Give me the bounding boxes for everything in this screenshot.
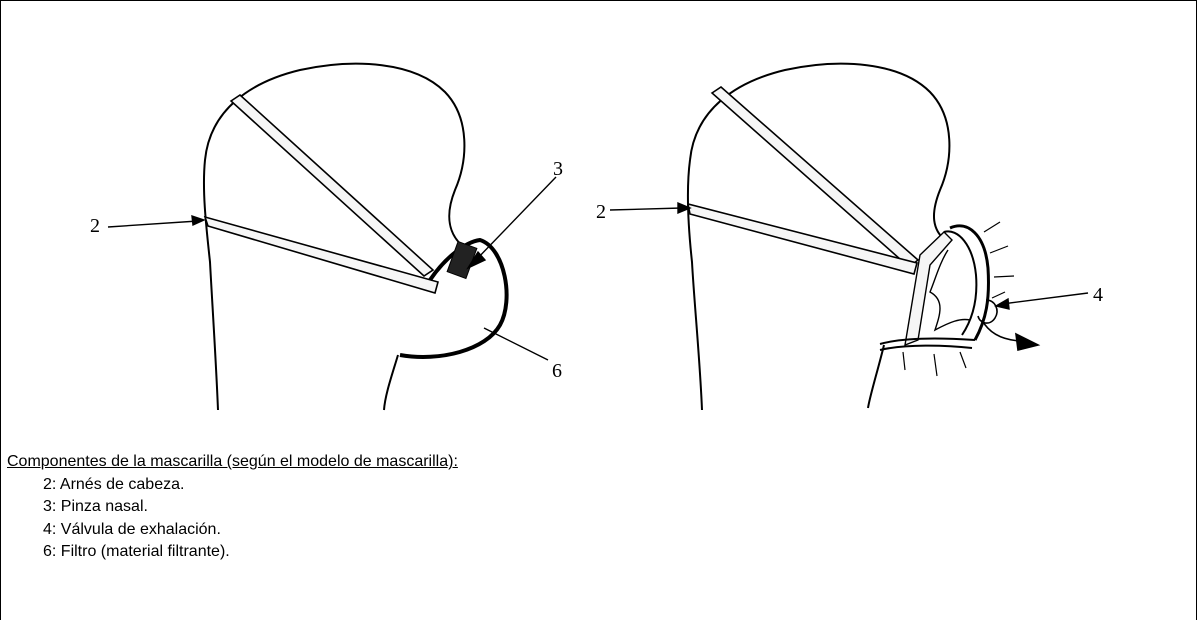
left-label-6: 6	[552, 360, 562, 382]
inflow-arrow	[991, 291, 1006, 299]
caption-title: Componentes de la mascarilla (según el m…	[7, 453, 458, 470]
left-leader-6	[483, 327, 549, 361]
right-leader-lines	[609, 201, 1089, 310]
inflow-arrow	[989, 245, 1009, 254]
right-label-2: 2	[596, 201, 606, 223]
left-lower-strap	[203, 215, 439, 294]
left-leader-3	[473, 176, 557, 263]
right-head-figure	[686, 62, 951, 411]
right-label-4: 4	[1093, 284, 1103, 306]
right-lower-strap	[686, 202, 918, 275]
inflow-arrow	[959, 351, 967, 369]
right-exhalation-valve	[977, 299, 1041, 351]
left-head-outline	[202, 62, 470, 411]
caption-item-valve: 4: Válvula de exhalación.	[43, 520, 221, 538]
caption-item-filter: 6: Filtro (material filtrante).	[43, 543, 230, 560]
components-caption: Componentes de la mascarilla (según el m…	[7, 451, 458, 564]
left-leader-2	[107, 220, 199, 228]
right-leader-4	[1001, 292, 1089, 305]
right-head-outline	[686, 62, 951, 411]
left-chin-outline	[383, 354, 399, 411]
left-arrowhead-2	[191, 214, 206, 227]
right-chin-outline	[867, 344, 885, 409]
right-arrowhead-4	[994, 297, 1010, 310]
inflow-arrow	[933, 353, 938, 377]
right-arrowhead-2	[677, 201, 692, 215]
caption-item-harness: 2: Arnés de cabeza.	[43, 475, 185, 493]
left-label-2: 2	[90, 215, 100, 237]
caption-item-nose-clip: 3: Pinza nasal.	[43, 498, 148, 515]
left-leader-lines	[107, 176, 557, 361]
right-leader-2	[609, 207, 683, 211]
left-label-3: 3	[553, 158, 563, 180]
exhaust-arrowhead	[1015, 332, 1041, 351]
right-face-profile	[929, 249, 971, 332]
right-mask-seal	[904, 231, 953, 347]
left-arrowhead-3	[466, 250, 487, 270]
inflow-arrow	[983, 221, 1001, 233]
mask-diagram: 2 3 6 2 4	[90, 62, 1103, 411]
left-straps	[203, 93, 439, 294]
inflow-arrow	[902, 351, 906, 371]
right-inflow-arrows	[902, 221, 1015, 377]
left-head-figure	[202, 62, 470, 411]
valve-body	[977, 299, 998, 324]
left-upper-strap	[229, 93, 435, 278]
right-mask-cup	[879, 224, 990, 351]
left-mask-cup	[399, 237, 509, 359]
right-straps	[686, 85, 920, 275]
right-mask-bottom-rim	[879, 337, 976, 351]
right-upper-strap	[710, 85, 920, 269]
inflow-arrow	[993, 275, 1015, 278]
